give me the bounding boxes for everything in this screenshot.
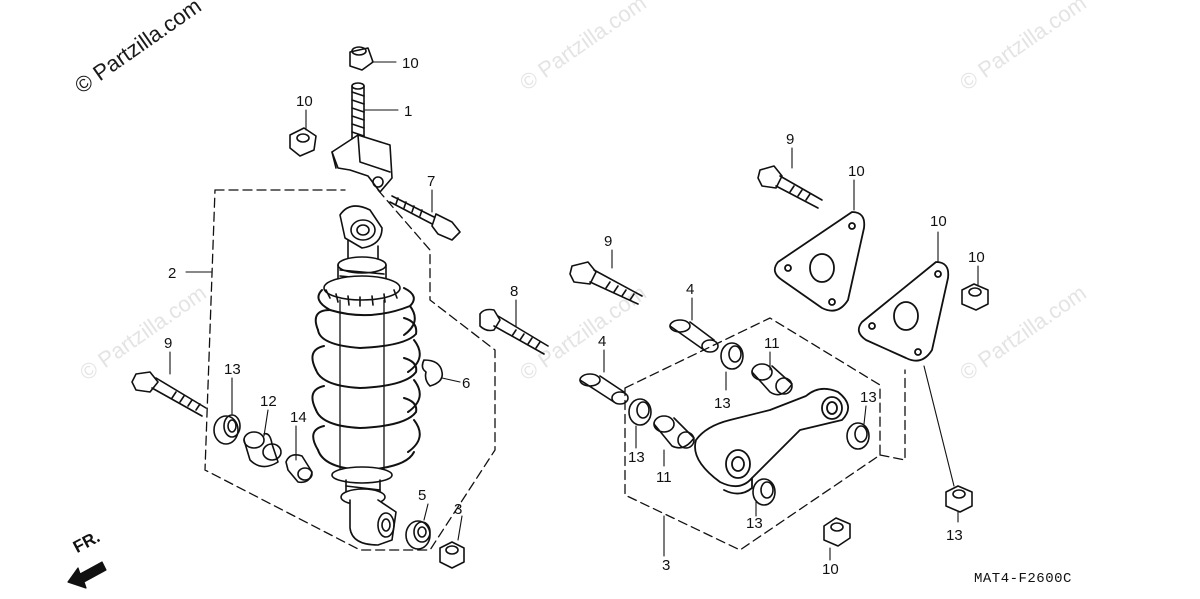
collar-4-upper	[669, 319, 719, 353]
damper-body	[331, 299, 393, 506]
callout-labels: 10 1 10 7 2 9 13 12 14 6 8 9 4 4 13 13 11 11 13 13 5 3 3 9 10 10 1…	[164, 55, 985, 578]
callout-2: 2	[168, 265, 176, 282]
callout-13: 13	[746, 515, 763, 532]
leader-lines	[169, 61, 979, 561]
callout-3: 3	[454, 501, 462, 518]
callout-10: 10	[822, 561, 839, 578]
shock-lower-eye	[349, 499, 397, 546]
callout-4: 4	[686, 281, 694, 298]
front-arrow	[67, 561, 107, 589]
plate-3-left	[773, 211, 866, 312]
washer-13-bottom	[752, 478, 776, 506]
callout-10: 10	[848, 163, 865, 180]
washer-13-left	[213, 414, 241, 445]
callout-10: 10	[968, 249, 985, 266]
nut-10-right-lower	[945, 485, 973, 513]
collar-6	[421, 359, 444, 387]
callout-13: 13	[946, 527, 963, 544]
callout-1: 1	[404, 103, 412, 120]
callout-11: 11	[764, 335, 780, 352]
nut-10-right	[961, 283, 989, 311]
callout-13: 13	[860, 389, 877, 406]
callout-6: 6	[462, 375, 470, 392]
bushing-11-lower	[653, 415, 695, 449]
callout-7: 7	[427, 173, 435, 190]
callout-13: 13	[628, 449, 645, 466]
plate-3-right	[857, 261, 950, 362]
upper-bracket	[331, 134, 393, 193]
spring-adjuster	[323, 256, 401, 307]
washer-13-mid-a	[720, 342, 744, 370]
washer-13-lower	[405, 520, 431, 550]
callout-14: 14	[290, 409, 307, 426]
linkage-group-outline	[624, 317, 881, 551]
callout-9: 9	[164, 335, 172, 352]
bushing-12	[243, 431, 282, 468]
bushing-11-upper	[751, 363, 793, 396]
callout-10: 10	[402, 55, 419, 72]
washer-13-right	[846, 422, 870, 450]
callout-5: 5	[418, 487, 426, 504]
shock-top-eye	[339, 205, 383, 271]
callout-13: 13	[224, 361, 241, 378]
bolt-8	[479, 308, 549, 355]
bolt-7	[389, 195, 461, 241]
collar-4-lower	[579, 373, 629, 405]
callout-8: 8	[510, 283, 518, 300]
bolt-9-top	[757, 165, 823, 209]
nut-10-bottom-mid	[823, 517, 851, 547]
linkage-arm	[694, 387, 849, 495]
washer-13-mid-b	[628, 398, 652, 426]
side-nut-upper	[289, 127, 317, 157]
callout-4: 4	[598, 333, 606, 350]
coil-spring	[311, 287, 421, 471]
callout-9: 9	[786, 131, 794, 148]
spacer-14	[285, 454, 313, 484]
bolt-9-mid	[569, 261, 643, 305]
callout-12: 12	[260, 393, 277, 410]
diagram-code: MAT4-F2600C	[974, 571, 1072, 587]
callout-3: 3	[662, 557, 670, 574]
bolt-9-left	[131, 371, 207, 417]
nut-10-lower	[439, 541, 465, 569]
callout-11: 11	[656, 469, 672, 486]
callout-13: 13	[714, 395, 731, 412]
top-nut	[349, 46, 374, 71]
callout-10: 10	[930, 213, 947, 230]
callout-10: 10	[296, 93, 313, 110]
callout-9: 9	[604, 233, 612, 250]
shock-group-outline	[204, 189, 496, 551]
